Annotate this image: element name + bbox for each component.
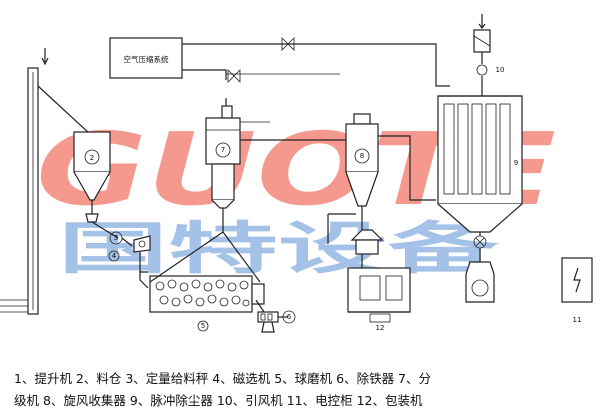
watermark-company-text: 国特设备 <box>58 217 500 282</box>
marker-12: 12 <box>376 324 385 332</box>
marker-2: 2 <box>90 154 94 162</box>
classifier <box>149 98 270 283</box>
iron-remover <box>255 299 296 333</box>
ball-mill <box>139 270 265 332</box>
air-system-label: 空气压缩系统 <box>124 54 169 64</box>
equipment-number-markers: 2 3 4 5 6 7 8 9 10 11 12 <box>90 66 582 332</box>
bucket-elevator <box>0 48 91 315</box>
marker-8: 8 <box>360 152 364 160</box>
marker-10: 10 <box>496 66 505 74</box>
marker-11: 11 <box>573 316 582 324</box>
legend-line-2: 级机 8、旋风收集器 9、脉冲除尘器 10、引风机 11、电控柜 12、包装机 <box>14 393 423 408</box>
pulse-dust-collector <box>437 95 523 303</box>
packing-machine <box>347 229 411 323</box>
marker-4: 4 <box>112 252 117 260</box>
marker-9: 9 <box>514 159 518 167</box>
air-compression-system: 空气压缩系统 <box>109 37 450 87</box>
quantitative-feeder <box>91 221 133 262</box>
induced-draft-fan <box>473 14 491 96</box>
equipment-legend: 1、提升机 2、料仓 3、定量给料秤 4、磁选机 5、球磨机 6、除铁器 7、分… <box>14 368 586 412</box>
silo <box>73 131 111 223</box>
cyclone-collector <box>240 113 436 244</box>
marker-3: 3 <box>114 234 118 242</box>
marker-6: 6 <box>287 313 292 321</box>
electric-control-cabinet <box>561 257 593 303</box>
marker-5: 5 <box>201 322 205 330</box>
legend-line-1: 1、提升机 2、料仓 3、定量给料秤 4、磁选机 5、球磨机 6、除铁器 7、分 <box>14 371 432 386</box>
marker-7: 7 <box>221 146 225 154</box>
